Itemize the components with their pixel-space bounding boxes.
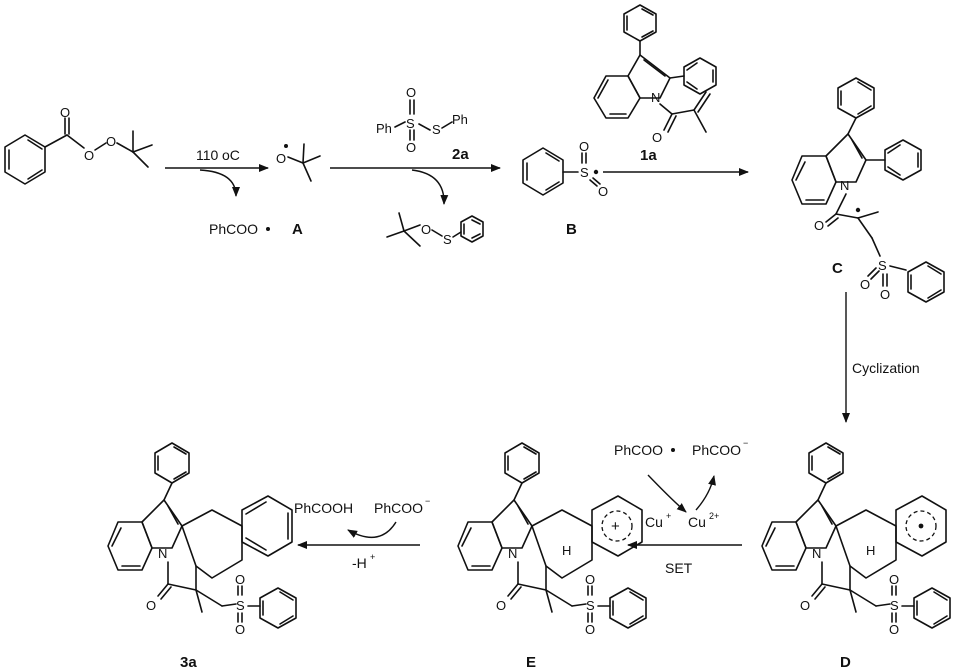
d-hydrogen: H [866, 543, 875, 558]
label-c: C [832, 260, 843, 277]
d-sulfonyl-o1: O [889, 572, 899, 587]
e-sulfonyl-o1: O [585, 572, 595, 587]
d-nitrogen: N [812, 546, 821, 561]
3a-sulfonyl-o1: O [235, 572, 245, 587]
sulfonyl-o-top: O [406, 85, 416, 100]
reagent-1a-structure: N O [593, 4, 717, 145]
c-carbonyl-oxygen: O [814, 218, 824, 233]
phcoo-anion-base: PhCOO [374, 500, 423, 516]
d-carbonyl-oxygen: O [800, 598, 810, 613]
phcoo-anion-set: PhCOO [692, 442, 741, 458]
intermediate-b-structure: S O O [522, 139, 608, 199]
e-sulfur: S [586, 598, 595, 613]
label-d: D [840, 654, 851, 671]
cu-2plus-charge: 2+ [709, 511, 719, 521]
intermediate-c-structure: N O S O O [791, 77, 945, 303]
arrow-to-sulfonyl-radical [330, 164, 501, 205]
radical-sulfur: S [580, 165, 589, 180]
cyclization-label: Cyclization [852, 360, 920, 376]
phcooh-product: PhCOOH [294, 500, 353, 516]
intermediate-d-structure: H N O S O O [761, 442, 951, 637]
e-nitrogen: N [508, 546, 517, 561]
c-sulfur: S [878, 258, 887, 273]
e-sulfonyl-o2: O [585, 622, 595, 637]
b-oxygen-bottom: O [598, 184, 608, 199]
arrow-set [627, 474, 742, 549]
d-sulfur: S [890, 598, 899, 613]
cu-plus-charge: + [666, 511, 671, 521]
set-label: SET [665, 560, 693, 576]
arrow-thermolysis [165, 164, 269, 197]
thio-s: S [432, 122, 441, 137]
e-hydrogen: H [562, 543, 571, 558]
phcoo-radical-oxidant: PhCOO [614, 442, 663, 458]
3a-nitrogen: N [158, 546, 167, 561]
deprotonation-label: -H [352, 555, 367, 571]
deprotonation-charge: + [370, 552, 375, 562]
label-1a: 1a [640, 147, 657, 164]
temperature-unit: oC [222, 147, 240, 163]
phcoo-anion-set-charge: − [743, 438, 748, 448]
label-3a: 3a [180, 654, 197, 671]
tbpb-structure: O O O [4, 105, 153, 185]
cu-2plus: Cu [688, 514, 706, 530]
byproduct-oxygen: O [421, 222, 431, 237]
product-3a-structure: N O S O O [107, 442, 297, 637]
label-b: B [566, 221, 577, 238]
e-cation-charge: + [611, 518, 620, 535]
3a-sulfonyl-o2: O [235, 622, 245, 637]
ph-left: Ph [376, 121, 392, 136]
c-sulfonyl-o1: O [860, 277, 870, 292]
label-2a: 2a [452, 146, 469, 163]
d-sulfonyl-o2: O [889, 622, 899, 637]
byproduct-sulfur: S [443, 232, 452, 247]
cu-plus: Cu [645, 514, 663, 530]
alkoxy-oxygen: O [276, 151, 286, 166]
peroxy-oxygen-1: O [84, 148, 94, 163]
ph-right: Ph [452, 112, 468, 127]
sulfonyl-s: S [406, 116, 415, 131]
tbuosph-byproduct-structure: O S [386, 212, 484, 247]
arrow-deprotonation [297, 521, 420, 549]
b-oxygen-top: O [579, 139, 589, 154]
label-e: E [526, 654, 536, 671]
e-carbonyl-oxygen: O [496, 598, 506, 613]
intermediate-e-structure: + H N O S O O [457, 442, 647, 637]
reagent-2a-structure: Ph S O O S Ph [376, 85, 468, 155]
3a-sulfur: S [236, 598, 245, 613]
intermediate-a-structure: O [276, 143, 321, 182]
phcoo-anion-base-charge: − [425, 496, 430, 506]
1a-oxygen: O [652, 130, 662, 145]
1a-nitrogen: N [651, 90, 660, 105]
carbonyl-oxygen: O [60, 105, 70, 120]
peroxy-oxygen-2: O [106, 134, 116, 149]
temperature-value: 110 [196, 147, 219, 163]
sulfonyl-o-bottom: O [406, 140, 416, 155]
3a-carbonyl-oxygen: O [146, 598, 156, 613]
c-nitrogen: N [840, 178, 849, 193]
phcoo-radical-byproduct: PhCOO [209, 221, 258, 237]
c-sulfonyl-o2: O [880, 287, 890, 302]
label-a: A [292, 221, 303, 238]
